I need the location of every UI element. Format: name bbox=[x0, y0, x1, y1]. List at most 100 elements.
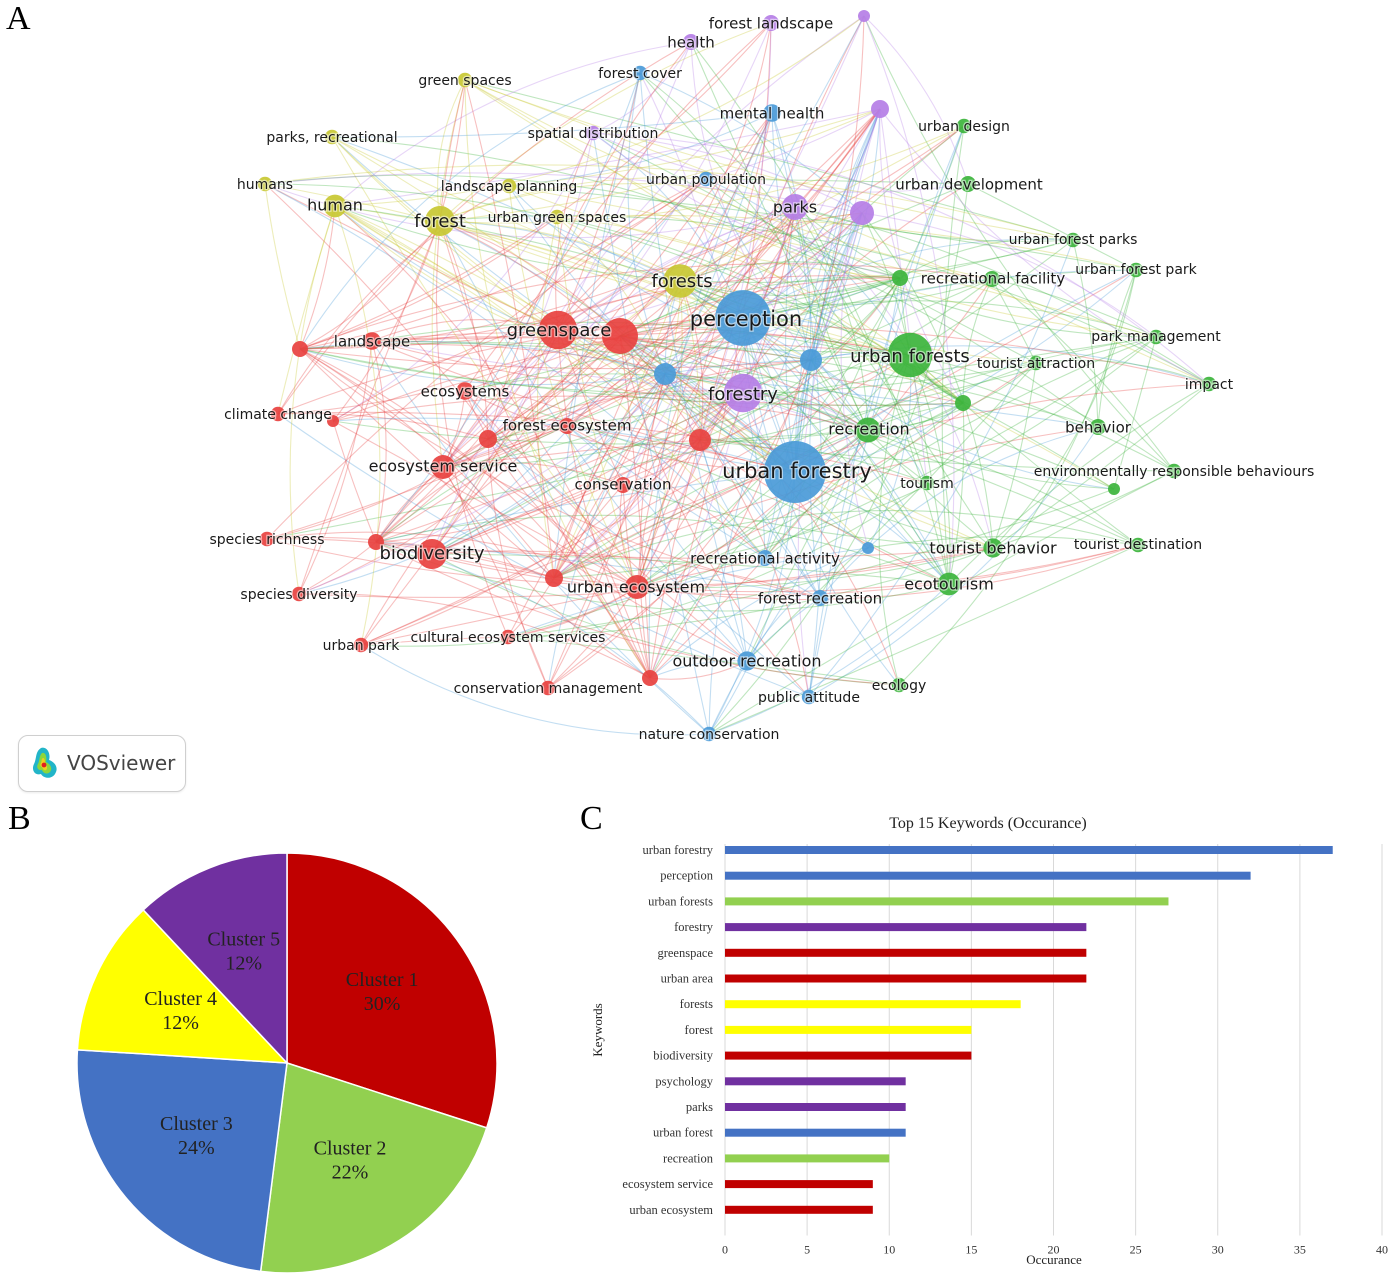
network-edge bbox=[553, 484, 624, 579]
network-edge bbox=[636, 112, 773, 588]
network-edge bbox=[298, 335, 621, 595]
network-node-landscape-planning bbox=[501, 178, 517, 194]
network-node bbox=[479, 430, 497, 448]
network-node-perception bbox=[715, 290, 771, 346]
network-edge bbox=[299, 348, 638, 588]
network-edge bbox=[508, 185, 1137, 271]
network-edge bbox=[622, 112, 773, 486]
network-edge bbox=[636, 206, 796, 588]
network-node-parks bbox=[781, 193, 809, 221]
network-edge bbox=[746, 277, 901, 662]
network-edge bbox=[622, 15, 865, 486]
network-edge bbox=[639, 72, 863, 214]
network-edge bbox=[371, 337, 911, 356]
network-node-spatial-distribution bbox=[585, 125, 601, 141]
network-edge bbox=[679, 277, 901, 297]
network-edge bbox=[566, 178, 707, 427]
network-node bbox=[800, 349, 822, 371]
network-edge bbox=[557, 212, 863, 331]
network-edge bbox=[439, 220, 744, 319]
network-edge bbox=[332, 275, 901, 422]
network-label-species-richness: species richness bbox=[209, 532, 324, 548]
network-node bbox=[858, 10, 870, 22]
bar-category-label: ecosystem service bbox=[622, 1177, 713, 1191]
network-edge bbox=[360, 644, 710, 736]
network-edge bbox=[464, 390, 950, 585]
network-edge bbox=[878, 354, 911, 686]
network-edge bbox=[861, 125, 965, 214]
network-label-spatial-distribution: spatial distribution bbox=[528, 126, 659, 142]
network-edge bbox=[699, 439, 748, 662]
network-edge bbox=[299, 348, 812, 370]
network-edge bbox=[299, 348, 555, 579]
network-edge bbox=[809, 108, 881, 599]
network-edge bbox=[794, 212, 863, 473]
network-node-ecology bbox=[891, 677, 907, 693]
network-edge bbox=[557, 329, 796, 473]
bar-parks bbox=[725, 1103, 906, 1111]
network-edge bbox=[331, 112, 773, 138]
bar-xtick-label: 30 bbox=[1212, 1243, 1224, 1257]
network-label-health: health bbox=[667, 34, 714, 52]
network-edge bbox=[334, 108, 881, 207]
network-node-green-spaces bbox=[457, 72, 473, 88]
network-node-tourist-destination bbox=[1130, 537, 1146, 553]
network-edge bbox=[705, 178, 869, 431]
network-node-species-diversity bbox=[291, 586, 307, 602]
network-node-urban-park bbox=[353, 637, 369, 653]
network-edge bbox=[699, 277, 901, 441]
network-edge bbox=[464, 79, 993, 280]
network-edge bbox=[639, 72, 928, 484]
network-edge bbox=[909, 239, 1074, 356]
network-node-park-management bbox=[1148, 329, 1164, 345]
network-edge bbox=[334, 205, 666, 375]
network-edge bbox=[746, 597, 821, 662]
network-edge bbox=[442, 22, 772, 468]
network-node-climate-change bbox=[270, 406, 286, 422]
network-node-recreational-facility bbox=[984, 271, 1000, 287]
network-edge bbox=[708, 544, 1139, 735]
network-edge bbox=[1097, 269, 1137, 428]
network-edge bbox=[592, 41, 692, 134]
network-edge bbox=[508, 185, 1157, 338]
bar-perception bbox=[725, 871, 1251, 880]
network-edge bbox=[464, 79, 651, 679]
network-edge bbox=[431, 79, 466, 468]
network-edge bbox=[592, 132, 744, 319]
network-edge bbox=[794, 206, 901, 279]
network-edge bbox=[746, 362, 1037, 662]
network-node bbox=[292, 341, 308, 357]
network-edge bbox=[664, 359, 812, 375]
network-edge bbox=[991, 278, 1037, 364]
pie-pct-cluster-1: 30% bbox=[364, 993, 401, 1015]
network-edge bbox=[266, 538, 555, 579]
network-edge bbox=[649, 392, 744, 679]
network-edge bbox=[332, 420, 377, 543]
network-node-recreation bbox=[855, 417, 881, 443]
network-label-parks-recreational: parks, recreational bbox=[266, 130, 397, 146]
network-edge bbox=[808, 125, 965, 698]
network-edge bbox=[810, 212, 863, 361]
network-edge bbox=[264, 183, 651, 679]
network-node-ecotourism bbox=[937, 572, 961, 596]
network-edge bbox=[375, 125, 965, 543]
network-label-mental-health: mental health bbox=[720, 105, 825, 123]
bar-category-label: biodiversity bbox=[653, 1049, 713, 1063]
network-label-forest: forest bbox=[414, 211, 466, 232]
network-edge bbox=[553, 269, 1137, 579]
network-edge bbox=[742, 317, 900, 686]
network-edge bbox=[264, 183, 301, 350]
bar-category-label: urban ecosystem bbox=[629, 1203, 713, 1217]
network-edge bbox=[299, 348, 821, 599]
bar-category-label: psychology bbox=[655, 1074, 713, 1088]
network-edge bbox=[437, 79, 466, 222]
network-edge bbox=[619, 332, 911, 356]
network-edge bbox=[553, 336, 1157, 579]
network-edge bbox=[555, 132, 594, 331]
network-edge bbox=[277, 41, 692, 415]
bar-recreation bbox=[725, 1154, 890, 1163]
network-label-cultural-ecosystem-services: cultural ecosystem services bbox=[411, 630, 606, 646]
network-edge bbox=[299, 343, 869, 431]
network-label-urban-forest-park: urban forest park bbox=[1075, 262, 1197, 278]
network-edge bbox=[508, 185, 638, 588]
